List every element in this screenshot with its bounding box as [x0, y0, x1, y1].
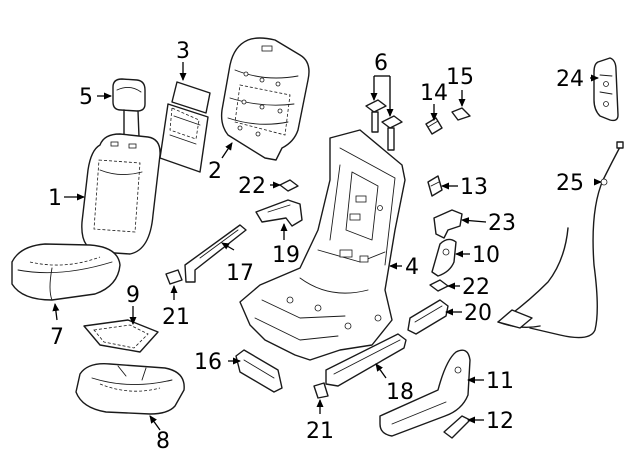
callout-8: 8 [156, 429, 170, 454]
seat-frame-part [239, 129, 406, 361]
bar-17-part [184, 224, 247, 283]
heater-mat-part [83, 319, 159, 353]
hinge-bracket-part [593, 57, 619, 122]
callout-3: 3 [176, 39, 190, 64]
clip-22-lower-part [429, 279, 449, 292]
callout-20: 20 [464, 301, 492, 326]
callout-1: 1 [48, 186, 62, 211]
callout-5: 5 [79, 85, 93, 110]
callout-13: 13 [460, 175, 488, 200]
release-cable-part [497, 141, 624, 339]
callout-15: 15 [446, 65, 474, 90]
callout-23: 23 [488, 211, 516, 236]
clip-21-lower-part [313, 382, 329, 399]
shield-10-part [431, 238, 457, 277]
callout-4: 4 [405, 255, 419, 280]
callout-labels: 3 5 1 2 6 14 15 24 25 13 22 19 23 10 4 2… [48, 39, 584, 454]
seat-cushion-cover-part [11, 243, 121, 301]
callout-22-upper: 22 [238, 174, 266, 199]
callout-2: 2 [208, 159, 222, 184]
callout-21-lower: 21 [306, 419, 334, 444]
callout-17: 17 [226, 261, 254, 286]
backrest-panel-part [220, 37, 310, 161]
side-shield-11-part [379, 349, 471, 437]
callout-6: 6 [374, 51, 388, 76]
callout-7: 7 [50, 325, 64, 350]
callout-21-left: 21 [162, 305, 190, 330]
rail-cover-18-part [325, 333, 407, 387]
clip-22-upper-part [279, 179, 299, 192]
callout-18: 18 [386, 380, 414, 405]
backrest-pad-part [159, 81, 211, 173]
handle-12-part [443, 415, 471, 439]
trim-20-part [407, 299, 449, 335]
clip-21-left-part [165, 269, 183, 285]
leader-lines [52, 62, 602, 431]
callout-14: 14 [420, 81, 448, 106]
clip-15-part [451, 107, 471, 121]
seat-back-cover-part [81, 133, 161, 255]
bracket-19-part [255, 199, 303, 227]
callout-11: 11 [486, 369, 514, 394]
bracket-13-part [427, 175, 443, 197]
bracket-23-part [433, 209, 463, 239]
callout-22-lower: 22 [462, 275, 490, 300]
bolts-part [365, 99, 403, 151]
headrest-part [112, 78, 146, 138]
callout-25: 25 [556, 171, 584, 196]
callout-24: 24 [556, 67, 584, 92]
callout-16: 16 [194, 350, 222, 375]
callout-10: 10 [472, 243, 500, 268]
callout-19: 19 [272, 243, 300, 268]
cushion-pad-part [75, 363, 185, 415]
callout-12: 12 [486, 409, 514, 434]
clip-14-part [425, 117, 443, 135]
side-trim-16-part [235, 349, 283, 393]
callout-9: 9 [126, 283, 140, 308]
